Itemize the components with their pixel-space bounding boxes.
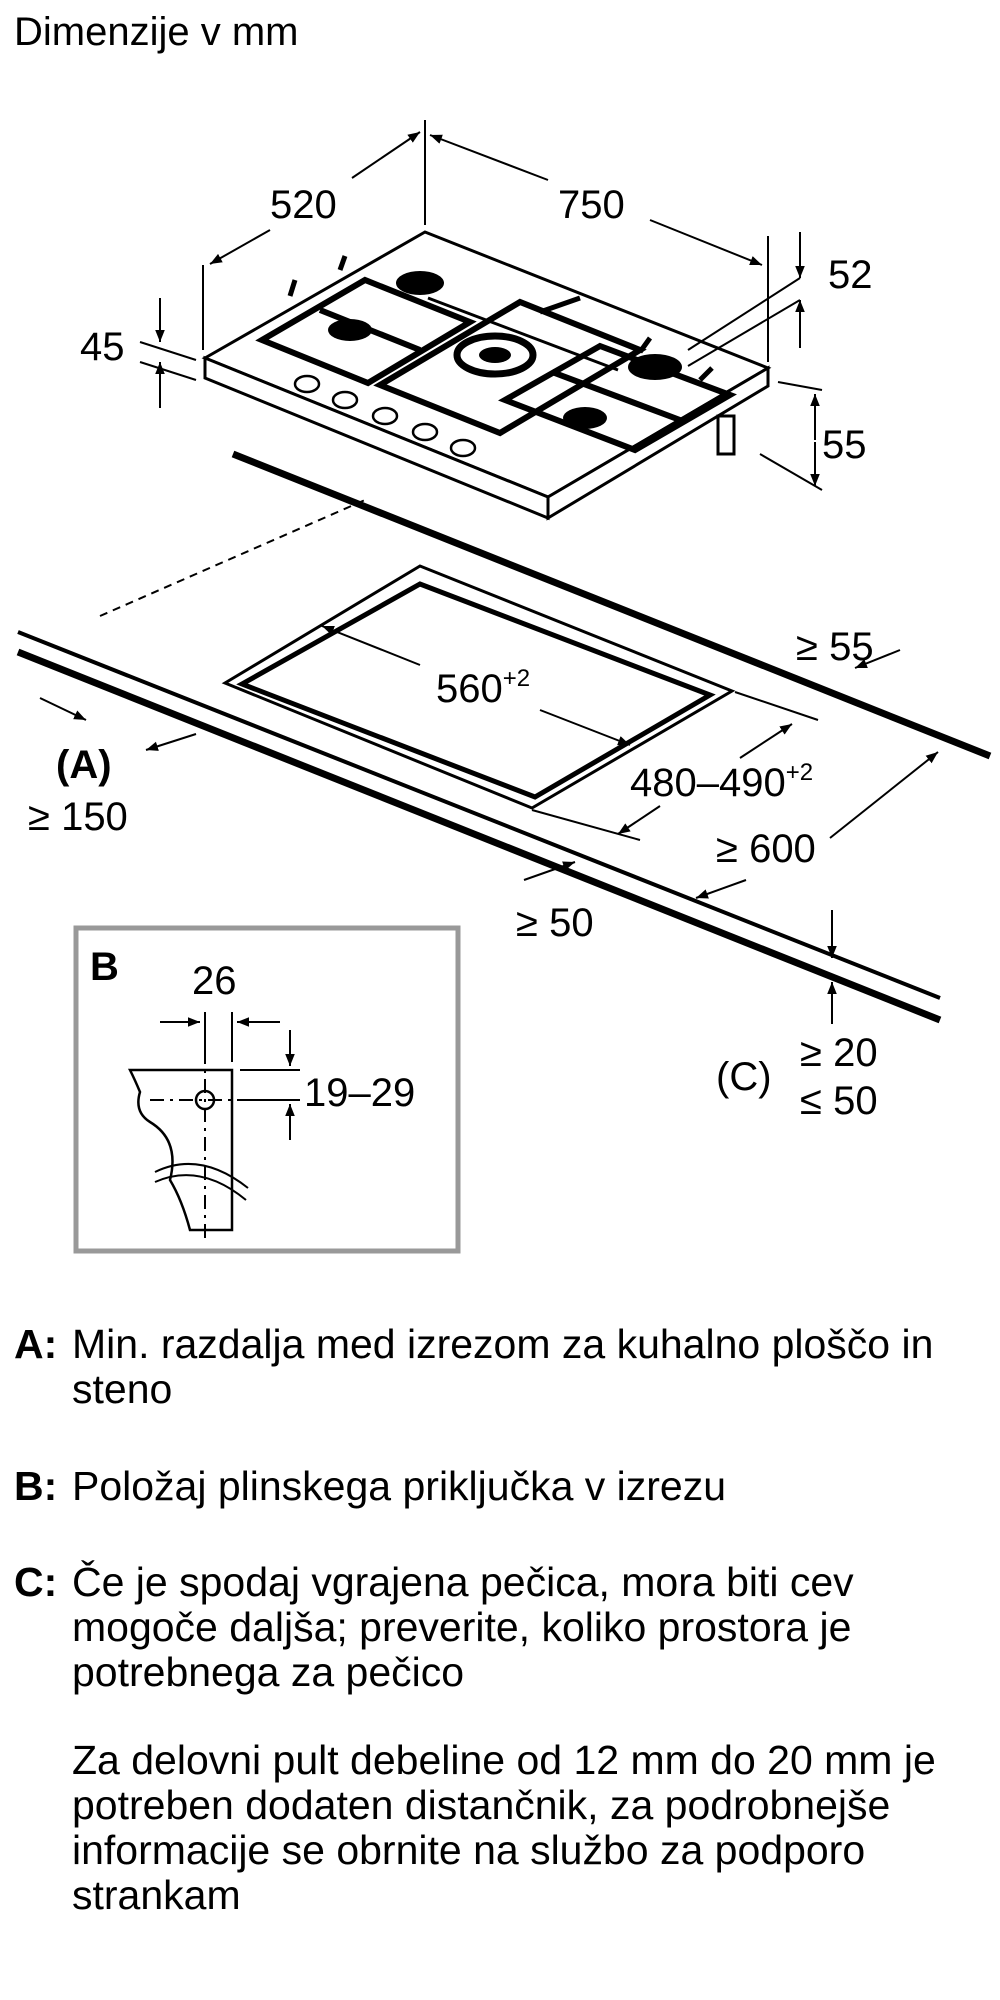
legend-key: A:	[14, 1321, 58, 1367]
burner-front-right	[563, 407, 607, 429]
left-back-grid	[255, 276, 477, 387]
cutout-outline	[221, 564, 736, 810]
cutout-dimensions	[39, 625, 939, 1024]
legend-key: C:	[14, 1559, 58, 1605]
detail-b-height-label: 19–29	[304, 1071, 415, 1115]
legend-key: B:	[14, 1463, 58, 1509]
dim-thickness-max-label: ≤ 50	[800, 1079, 878, 1123]
dim-width-label: 750	[558, 183, 625, 227]
hob-labels: 520 750 45 52 55	[80, 183, 873, 467]
gas-connector	[716, 414, 736, 456]
legend-item-c: C: Če je spodaj vgrajena pečica, mora bi…	[14, 1560, 974, 1695]
dim-side-clearance-label: ≥ 50	[516, 901, 594, 945]
detail-b-box: B 26 19–29	[73, 925, 461, 1254]
right-grid	[498, 342, 737, 454]
legend-text: Če je spodaj vgrajena pečica, mora biti …	[72, 1559, 854, 1695]
legend-text: Položaj plinskega priključka v izrezu	[72, 1463, 727, 1509]
dim-top-offset-label: 52	[828, 253, 873, 297]
dim-under-label: 55	[822, 423, 867, 467]
dim-thickness-min-label: ≥ 20	[800, 1031, 878, 1075]
label-a: (A)	[56, 743, 112, 787]
legend-item-a: A: Min. razdalja med izrezom za kuhalno …	[14, 1322, 974, 1412]
cutout-labels: 560+2 480–490+2 ≥ 55 (A) ≥ 150 ≥ 50 ≥ 60…	[28, 625, 878, 1123]
dim-cutout-depth-label: 480–490+2	[630, 759, 813, 805]
burner-back-right	[628, 354, 682, 380]
burner-back-left	[396, 271, 444, 295]
legend-item-b: B: Položaj plinskega priključka v izrezu	[14, 1464, 974, 1509]
page-title: Dimenzije v mm	[14, 10, 299, 54]
dim-back-clearance-label: ≥ 55	[796, 625, 874, 669]
hob-dimensions	[139, 120, 823, 491]
dim-depth-label: 520	[270, 183, 337, 227]
control-knobs	[293, 374, 477, 458]
dim-worktop-depth-label: ≥ 600	[716, 827, 816, 871]
legend-text: Min. razdalja med izrezom za kuhalno plo…	[72, 1321, 934, 1412]
detail-b-width-label: 26	[192, 959, 237, 1003]
burners	[328, 271, 682, 429]
dim-cutout-width-label: 560+2	[436, 665, 530, 711]
burner-front-left	[328, 319, 372, 341]
dim-wall-clearance-label: ≥ 150	[28, 795, 128, 839]
spacer-note: Za delovni pult debeline od 12 mm do 20 …	[72, 1737, 936, 1918]
detail-b-label: B	[90, 945, 119, 989]
installation-diagram: 520 750 45 52 55	[16, 120, 992, 1254]
label-c: (C)	[716, 1055, 772, 1099]
worktop	[16, 450, 992, 1024]
dim-frame-label: 45	[80, 325, 125, 369]
